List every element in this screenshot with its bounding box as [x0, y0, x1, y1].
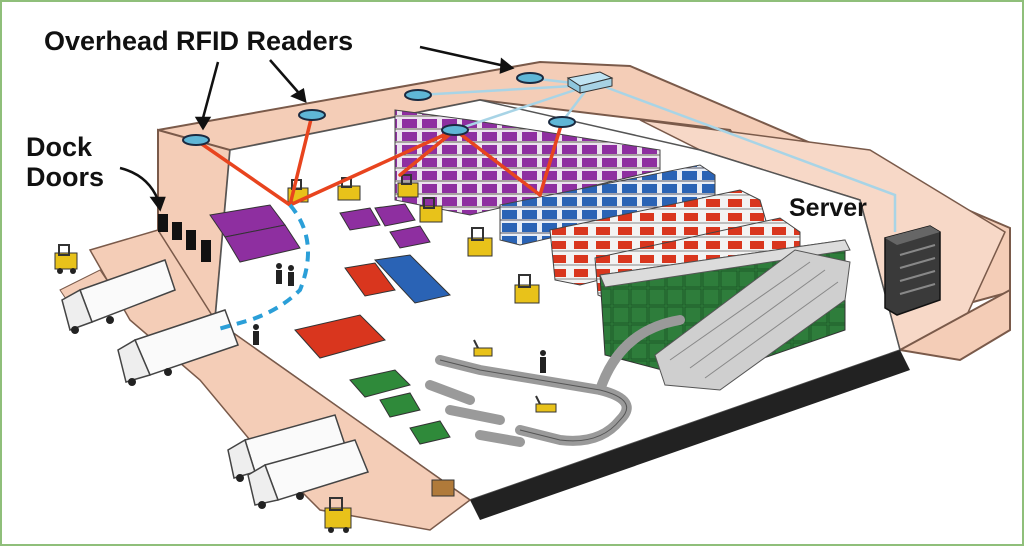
truck-icon: [247, 439, 370, 509]
rfid-links: [194, 113, 564, 207]
dock-doors: [158, 214, 211, 262]
server-label: Server: [789, 194, 867, 222]
forklift-icon: [324, 497, 352, 533]
worker-icon: [276, 263, 282, 284]
ramp-conveyor: [654, 249, 851, 391]
label-arrows: [119, 45, 515, 212]
worker-icon: [540, 350, 546, 373]
blue-pallet: [373, 254, 451, 304]
workers: [253, 263, 546, 373]
floor-pallets: [209, 203, 451, 445]
rfid-reader-icon: [548, 116, 576, 128]
rfid-reader-icon: [298, 109, 326, 121]
rfid-reader-icon: [182, 134, 210, 146]
rfid-reader-icon: [404, 89, 432, 101]
dock-doors-label-line1: Dock: [26, 132, 93, 162]
rfid-reader-icon: [516, 72, 544, 84]
forklift-icon: [397, 174, 419, 198]
forklift-icon: [467, 227, 493, 257]
rfid-reader-icon: [441, 124, 469, 136]
wireless-path: [214, 203, 310, 332]
trucks: [61, 259, 370, 509]
forklift-icon: [514, 274, 540, 304]
server-icon: [884, 225, 941, 316]
worker-icon: [288, 265, 294, 286]
overhead-rfid-readers-label: Overhead RFID Readers: [44, 26, 354, 56]
red-pallet: [294, 262, 396, 359]
dock-doors-label: Dock Doors: [26, 132, 104, 192]
pallet-jack-icon: [473, 339, 493, 357]
worker-icon: [253, 324, 259, 345]
pallet-jack-icon: [535, 395, 557, 413]
rfid-readers: [182, 72, 576, 146]
cargo-box: [431, 479, 455, 497]
forklift-icon: [419, 197, 443, 223]
dock-doors-label-line2: Doors: [26, 162, 105, 193]
green-pallet: [349, 369, 451, 445]
truck-icon: [61, 259, 176, 334]
truck-icon: [117, 309, 239, 386]
purple-pallet: [209, 203, 431, 263]
network-hub-icon: [566, 71, 614, 94]
forklift-icon: [54, 244, 78, 274]
